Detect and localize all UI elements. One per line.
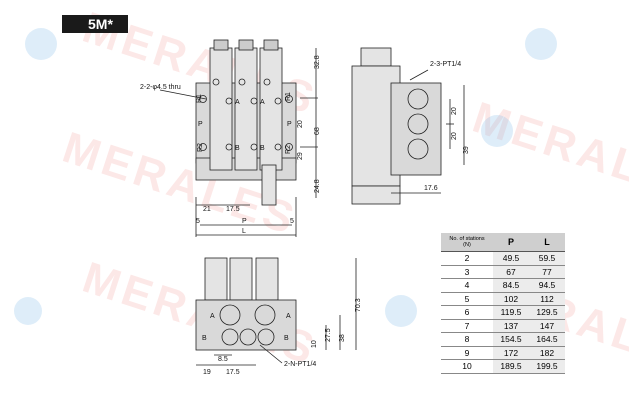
dim-label: 20: [297, 120, 304, 128]
cell-stations: 5: [441, 292, 493, 306]
dim-label: 21: [203, 206, 211, 213]
port-note: 2-3-PT1/4: [430, 61, 461, 68]
hole-note: 2-2-φ4.5 thru: [140, 84, 181, 91]
cell-stations: 10: [441, 359, 493, 373]
cell-stations: 2: [441, 251, 493, 265]
cell-stations: 3: [441, 265, 493, 279]
port-label: B: [284, 335, 289, 342]
cell-l: 59.5: [529, 251, 565, 265]
cell-p: 102: [493, 292, 529, 306]
side-view-labels: 2-3-PT1/4 20 20 39 17.6: [424, 61, 470, 192]
dim-label: 17.6: [424, 185, 438, 192]
header-l: L: [529, 233, 565, 252]
dim-label: 70.3: [355, 298, 362, 312]
cell-l: 147: [529, 319, 565, 333]
side-view: [351, 47, 465, 205]
cell-stations: 6: [441, 305, 493, 319]
port-label: R1: [285, 92, 292, 101]
dim-label: 39: [463, 146, 470, 154]
cell-l: 164.5: [529, 332, 565, 346]
port-label: A: [210, 313, 215, 320]
port-label: P: [287, 121, 292, 128]
header-stations: No. of stations (N): [441, 233, 493, 252]
dim-label: 17.5: [226, 369, 240, 376]
dim-label: 68: [314, 127, 321, 135]
cell-p: 119.5: [493, 305, 529, 319]
dim-label: 5: [196, 218, 200, 225]
cell-stations: 9: [441, 346, 493, 360]
cell-p: 84.5: [493, 278, 529, 292]
dim-label: 5: [290, 218, 294, 225]
dim-label: 24.8: [314, 179, 321, 193]
port-label: P: [198, 121, 203, 128]
cell-l: 112: [529, 292, 565, 306]
globe-watermark-icon: [14, 297, 42, 325]
cell-l: 77: [529, 265, 565, 279]
cell-p: 49.5: [493, 251, 529, 265]
cell-l: 129.5: [529, 305, 565, 319]
port-label: R1: [196, 94, 203, 103]
port-label: A: [286, 313, 291, 320]
bottom-view-labels: A A B B 2-N-PT1/4 70.3 38 27.5 10 8.5 19…: [202, 298, 362, 376]
cell-p: 189.5: [493, 359, 529, 373]
cell-l: 94.5: [529, 278, 565, 292]
dim-label: 19: [203, 369, 211, 376]
watermark-text: MERALES: [467, 93, 629, 215]
cell-stations: 8: [441, 332, 493, 346]
cell-p: 137: [493, 319, 529, 333]
dim-label: 8.5: [218, 356, 228, 363]
port-label: R2: [197, 143, 204, 152]
dim-label: 10: [311, 340, 318, 348]
header-p: P: [493, 233, 529, 252]
front-view: [159, 39, 318, 237]
globe-watermark-icon: [385, 295, 417, 327]
port-label: B: [235, 145, 240, 152]
cell-p: 67: [493, 265, 529, 279]
cell-l: 182: [529, 346, 565, 360]
dim-label: L: [242, 228, 246, 235]
port-label: A: [260, 99, 265, 106]
cell-l: 199.5: [529, 359, 565, 373]
port-label: B: [260, 145, 265, 152]
globe-watermark-icon: [525, 28, 557, 60]
series-title-badge: 5M*: [62, 15, 128, 33]
globe-watermark-icon: [481, 115, 513, 147]
port-label: R2: [285, 145, 292, 154]
dim-label: 20: [451, 107, 458, 115]
dim-label: 20: [451, 132, 458, 140]
dim-label: 17.5: [226, 206, 240, 213]
cell-stations: 7: [441, 319, 493, 333]
front-view-labels: 2-2-φ4.5 thru R1 P R2 R1 P R2 A A B B 32…: [140, 55, 321, 235]
dim-label: P: [242, 218, 247, 225]
cell-p: 172: [493, 346, 529, 360]
dim-label: 29: [297, 152, 304, 160]
cell-p: 154.5: [493, 332, 529, 346]
port-note: 2-N-PT1/4: [284, 361, 316, 368]
dim-label: 38: [339, 334, 346, 342]
dim-label: 27.5: [325, 328, 332, 342]
table-header-row: No. of stations (N) P L: [441, 233, 565, 252]
globe-watermark-icon: [25, 28, 57, 60]
port-label: B: [202, 335, 207, 342]
bottom-view: [195, 257, 357, 366]
cell-stations: 4: [441, 278, 493, 292]
port-label: A: [235, 99, 240, 106]
dim-label: 32.8: [314, 55, 321, 69]
